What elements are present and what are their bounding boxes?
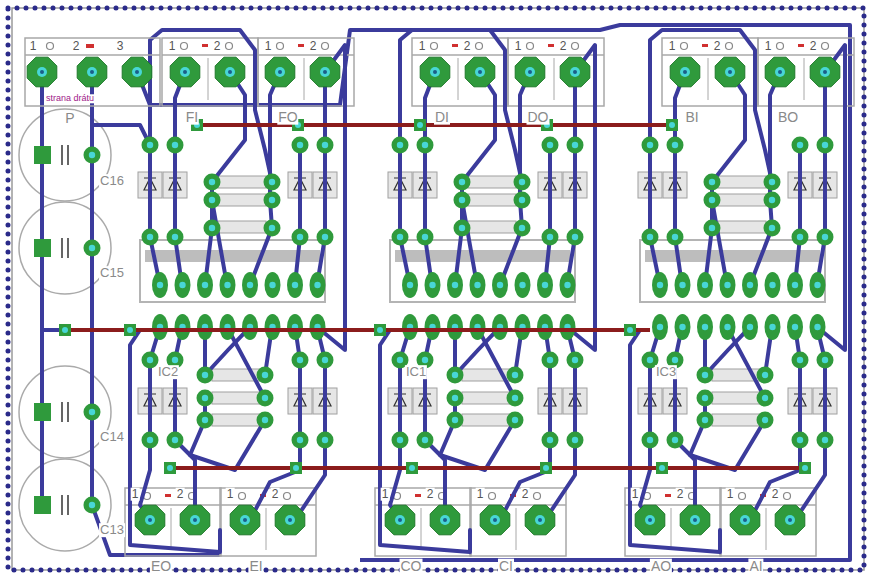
pin-number: 1 bbox=[764, 40, 773, 53]
pin-number: 2 bbox=[309, 40, 318, 53]
pin-number: 2 bbox=[463, 40, 472, 53]
connector-name: DO bbox=[527, 110, 550, 125]
pin-number: 2 bbox=[426, 488, 435, 501]
capacitor-label: C15 bbox=[99, 266, 125, 280]
connector-name: AI bbox=[748, 559, 763, 574]
pin-number: 1 bbox=[29, 40, 38, 53]
connector-name: AO bbox=[650, 559, 672, 574]
connector-name: BO bbox=[777, 110, 799, 125]
top-layer-traces bbox=[65, 125, 805, 468]
capacitor-pads bbox=[34, 145, 101, 515]
pin-number: 1 bbox=[381, 488, 390, 501]
pin-number: 2 bbox=[559, 40, 568, 53]
connector-name: EI bbox=[248, 559, 263, 574]
capacitor-label: C16 bbox=[99, 174, 125, 188]
board-edge-dots bbox=[8, 8, 864, 570]
pin-number: 2 bbox=[176, 488, 185, 501]
silkscreen-note: strana drátu bbox=[45, 94, 95, 103]
connector-name: FI bbox=[185, 110, 199, 125]
ic-label: IC1 bbox=[405, 365, 427, 379]
pin-number: 2 bbox=[521, 488, 530, 501]
connector-name: CI bbox=[498, 559, 514, 574]
connector-name: EO bbox=[150, 559, 172, 574]
connector-name: CO bbox=[400, 559, 423, 574]
power-terminal bbox=[25, 38, 160, 106]
pin-number: 2 bbox=[676, 488, 685, 501]
pin-number: 2 bbox=[713, 40, 722, 53]
connector-name: FO bbox=[277, 110, 298, 125]
connector-name: DI bbox=[434, 110, 450, 125]
pin-number: 2 bbox=[213, 40, 222, 53]
module-d-c bbox=[375, 30, 604, 556]
pin-number: 3 bbox=[116, 40, 125, 53]
pin-number: 2 bbox=[809, 40, 818, 53]
pin-number: 1 bbox=[418, 40, 427, 53]
pin-number: 1 bbox=[476, 488, 485, 501]
pin-number: 2 bbox=[771, 488, 780, 501]
pin-number: 1 bbox=[726, 488, 735, 501]
connector-name: BI bbox=[684, 110, 699, 125]
capacitor-label: C14 bbox=[99, 430, 125, 444]
board-outline bbox=[12, 8, 864, 570]
capacitor-label: C13 bbox=[99, 523, 125, 537]
module-b-a bbox=[625, 30, 854, 556]
pin-number: 1 bbox=[514, 40, 523, 53]
pin-number: 1 bbox=[264, 40, 273, 53]
pin-number: 1 bbox=[131, 488, 140, 501]
ic-label: IC2 bbox=[157, 365, 179, 379]
pin-number: 2 bbox=[271, 488, 280, 501]
pin-number: 2 bbox=[72, 40, 81, 53]
pin-number: 1 bbox=[226, 488, 235, 501]
connector-name: P bbox=[64, 111, 75, 126]
pin-number: 1 bbox=[631, 488, 640, 501]
ic-label: IC3 bbox=[655, 365, 677, 379]
vias bbox=[59, 119, 811, 474]
module-f-e bbox=[125, 30, 354, 556]
pin-number: 1 bbox=[168, 40, 177, 53]
pin-number: 1 bbox=[668, 40, 677, 53]
